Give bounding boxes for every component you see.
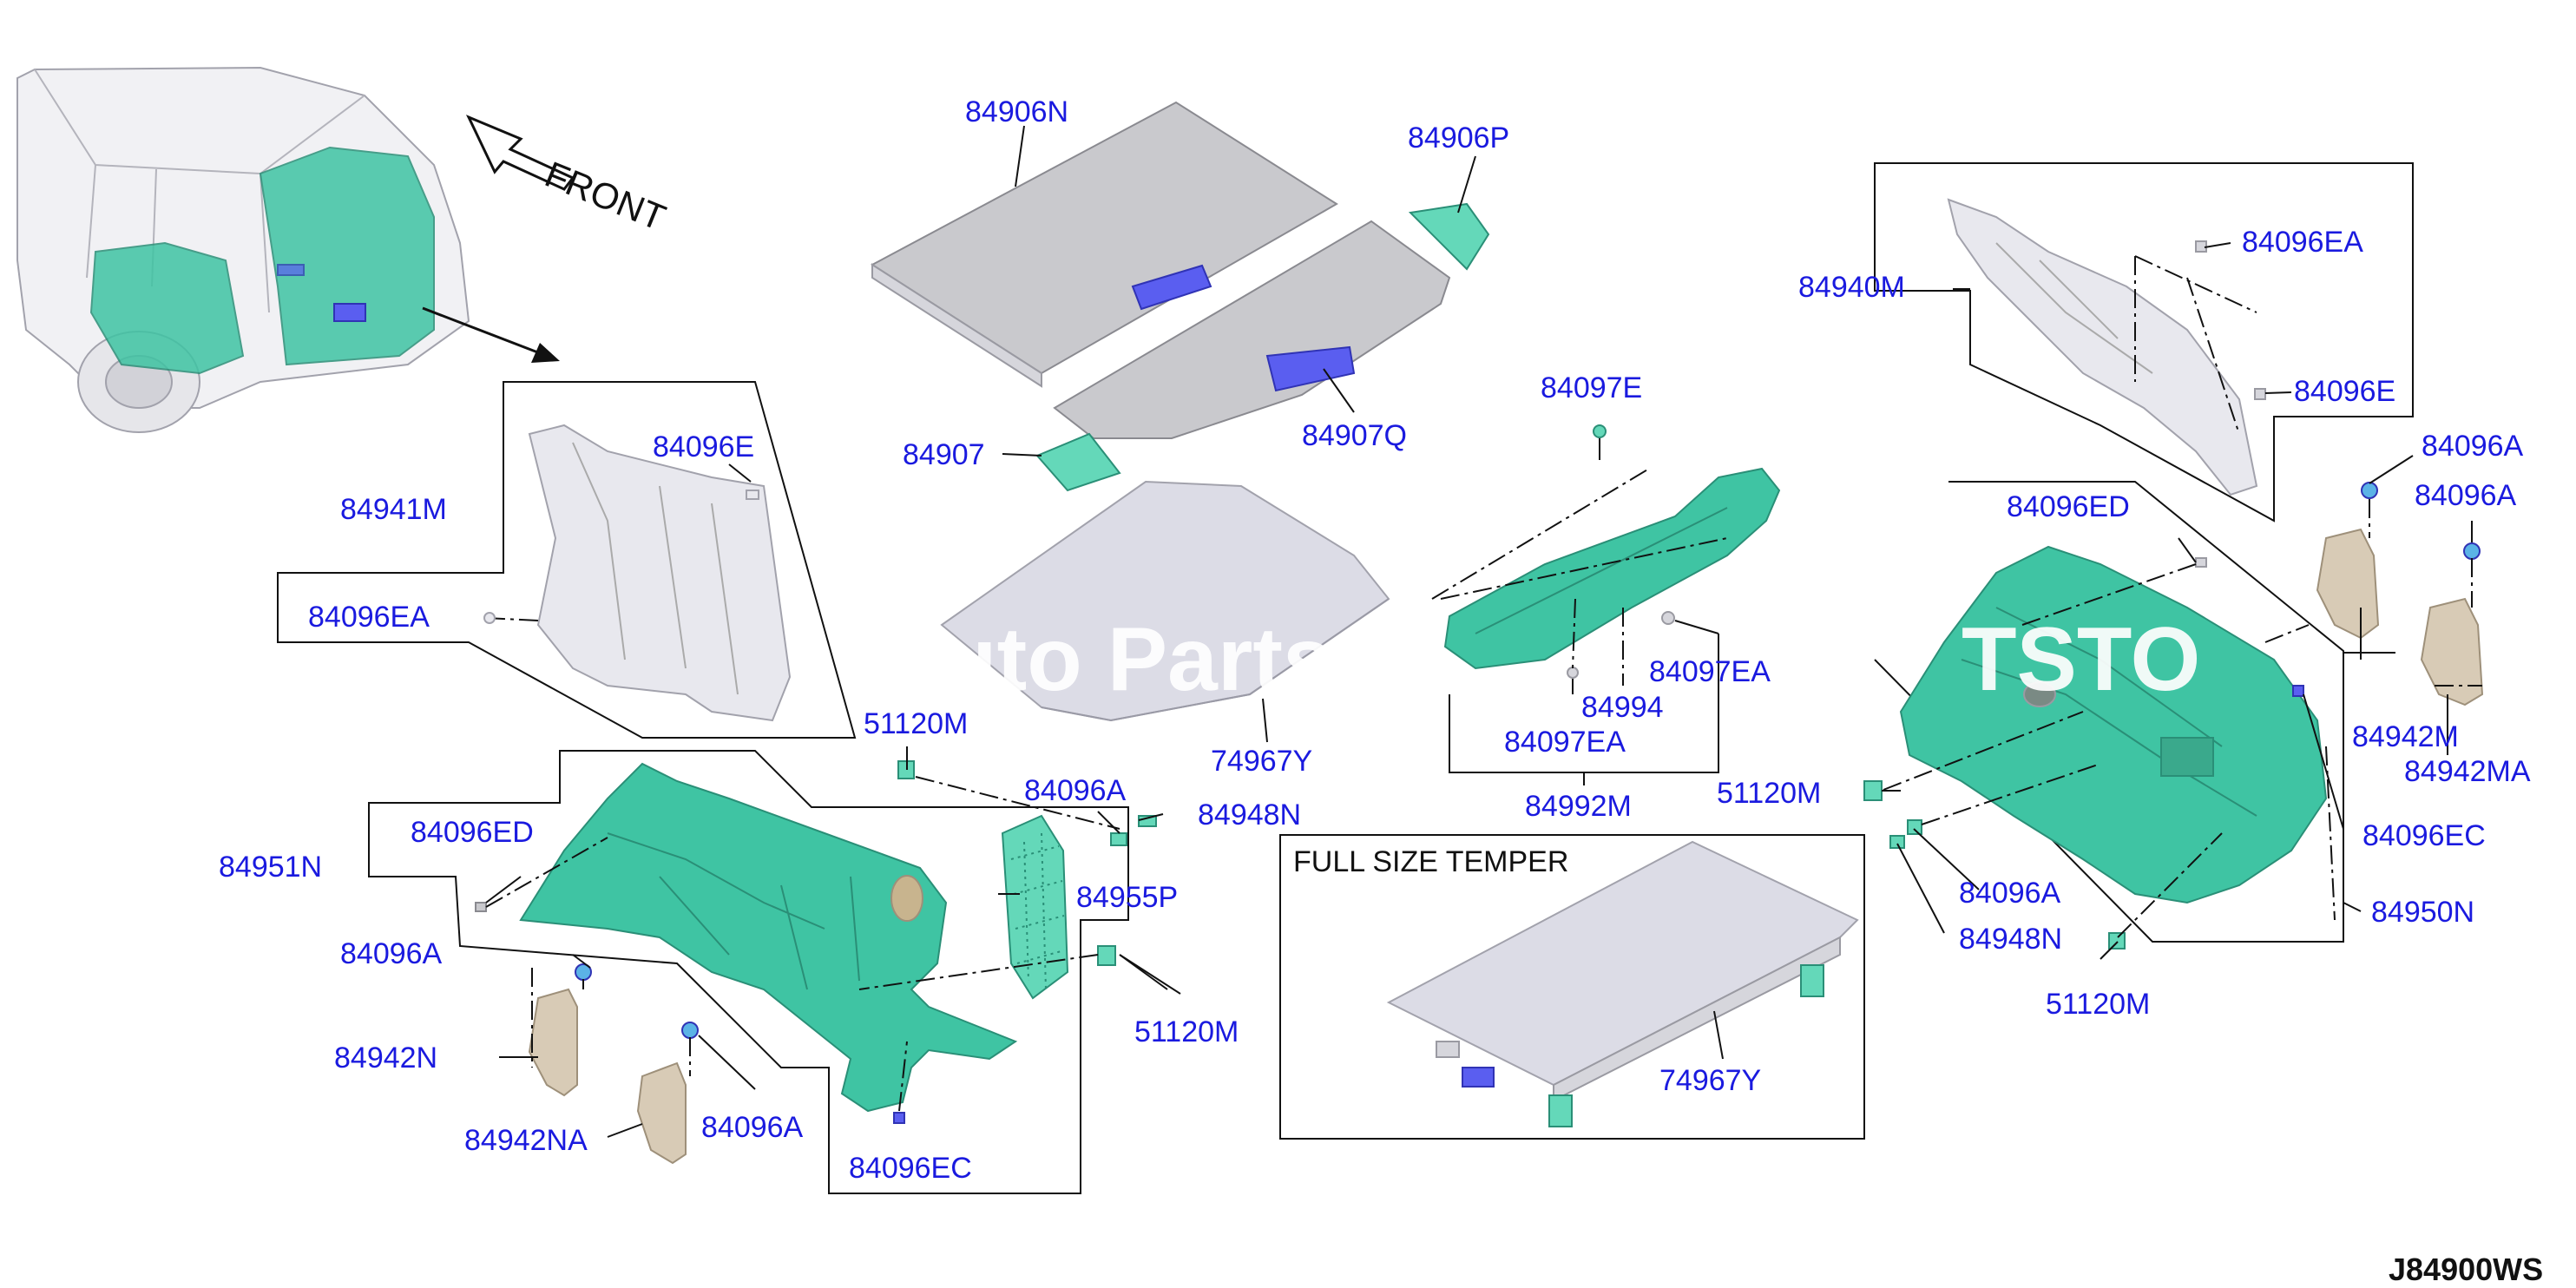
label-74967y-upper[interactable]: 74967Y bbox=[1211, 745, 1312, 778]
part-84940m bbox=[1947, 198, 2266, 496]
part-84942n bbox=[528, 988, 578, 1097]
part-84942m bbox=[2316, 528, 2380, 640]
label-84948n-b[interactable]: 84948N bbox=[1959, 923, 2062, 956]
label-84942n[interactable]: 84942N bbox=[334, 1042, 437, 1074]
label-84940m[interactable]: 84940M bbox=[1798, 271, 1905, 304]
label-84950n[interactable]: 84950N bbox=[2371, 896, 2474, 929]
label-84951n[interactable]: 84951N bbox=[219, 851, 322, 884]
label-74967y-lower[interactable]: 74967Y bbox=[1659, 1064, 1761, 1097]
full-size-temper-box: FULL SIZE TEMPER bbox=[1279, 834, 1865, 1140]
part-74967y-lower bbox=[1386, 840, 1859, 1127]
right-lower-leaders bbox=[1882, 455, 2482, 960]
label-84942ma[interactable]: 84942MA bbox=[2404, 755, 2531, 788]
part-84907 bbox=[1035, 432, 1121, 492]
part-74967y-upper bbox=[940, 480, 1390, 722]
label-84096ea-right[interactable]: 84096EA bbox=[2242, 226, 2363, 259]
watermark-fragment: TSTO bbox=[1962, 609, 2200, 710]
frame-84951n bbox=[368, 750, 1129, 1194]
box-title: FULL SIZE TEMPER bbox=[1293, 845, 1568, 878]
label-84942m[interactable]: 84942M bbox=[2352, 720, 2459, 753]
label-84941m[interactable]: 84941M bbox=[340, 493, 447, 526]
label-51120m-b[interactable]: 51120M bbox=[1134, 1015, 1239, 1048]
label-84907[interactable]: 84907 bbox=[903, 438, 985, 471]
diagram-id: J84900WS bbox=[2389, 1252, 2543, 1287]
label-84097e[interactable]: 84097E bbox=[1541, 371, 1642, 404]
part-84950n bbox=[1899, 545, 2328, 904]
label-51120m-a[interactable]: 51120M bbox=[864, 707, 968, 740]
part-labels: 84906N 84906P 84907 84907Q 74967Y 74967Y… bbox=[219, 95, 2531, 1185]
label-84096a-e[interactable]: 84096A bbox=[2415, 479, 2517, 512]
label-84096ed-right[interactable]: 84096ED bbox=[2007, 490, 2130, 523]
label-84948n-a[interactable]: 84948N bbox=[1198, 798, 1301, 831]
label-84992m[interactable]: 84992M bbox=[1525, 790, 1632, 823]
frame-84940m bbox=[1874, 162, 2414, 522]
overview-arrow bbox=[422, 306, 560, 363]
watermark-text: Auto Parts bbox=[877, 609, 1333, 710]
label-84906n[interactable]: 84906N bbox=[965, 95, 1068, 128]
part-84992m bbox=[1443, 424, 1781, 679]
label-84096e-left[interactable]: 84096E bbox=[653, 430, 754, 463]
frame-84950n bbox=[1874, 481, 2344, 943]
part-84941m bbox=[528, 424, 792, 722]
part-84955p bbox=[1001, 814, 1069, 1000]
label-84096e-right[interactable]: 84096E bbox=[2294, 375, 2395, 408]
label-84096a-f[interactable]: 84096A bbox=[1959, 877, 2061, 910]
label-84942na[interactable]: 84942NA bbox=[464, 1124, 588, 1157]
center-leader-lines bbox=[1002, 125, 1476, 743]
label-84907q[interactable]: 84907Q bbox=[1302, 419, 1407, 452]
vehicle-overview bbox=[16, 66, 470, 433]
right-upper-leaders bbox=[1953, 242, 2292, 435]
part-84942na bbox=[636, 1061, 687, 1165]
frame-84992m bbox=[1449, 660, 1719, 785]
label-84096ec-left[interactable]: 84096EC bbox=[849, 1152, 972, 1185]
front-label: FRONT bbox=[540, 154, 672, 239]
left-leader-lines bbox=[485, 746, 1181, 1138]
frame-84941m bbox=[277, 381, 857, 739]
label-84097ea-a[interactable]: 84097EA bbox=[1649, 655, 1771, 688]
label-84955p[interactable]: 84955P bbox=[1076, 881, 1178, 914]
label-84096a-a[interactable]: 84096A bbox=[1024, 774, 1127, 807]
center-trim-leaders bbox=[1431, 438, 1728, 694]
label-84096a-d[interactable]: 84096A bbox=[2422, 430, 2524, 463]
part-84906p bbox=[1408, 202, 1490, 271]
label-51120m-c[interactable]: 51120M bbox=[1717, 777, 1821, 810]
part-84906n bbox=[871, 101, 1338, 388]
label-84097ea-b[interactable]: 84097EA bbox=[1504, 726, 1626, 759]
label-84994[interactable]: 84994 bbox=[1581, 691, 1664, 724]
right-small-parts bbox=[1863, 482, 2481, 950]
label-84906p[interactable]: 84906P bbox=[1408, 122, 1509, 154]
label-84096a-c[interactable]: 84096A bbox=[701, 1111, 804, 1144]
label-84096a-b[interactable]: 84096A bbox=[340, 937, 443, 970]
label-84096ea-left[interactable]: 84096EA bbox=[308, 601, 430, 634]
part-84942ma bbox=[2420, 597, 2484, 706]
label-84096ec-right[interactable]: 84096EC bbox=[2362, 819, 2486, 852]
label-84096ed-left[interactable]: 84096ED bbox=[411, 816, 534, 849]
part-84951n bbox=[519, 762, 1018, 1113]
front-indicator: FRONT bbox=[465, 115, 672, 239]
part-84907q bbox=[1053, 220, 1451, 439]
label-51120m-d[interactable]: 51120M bbox=[2046, 988, 2150, 1021]
